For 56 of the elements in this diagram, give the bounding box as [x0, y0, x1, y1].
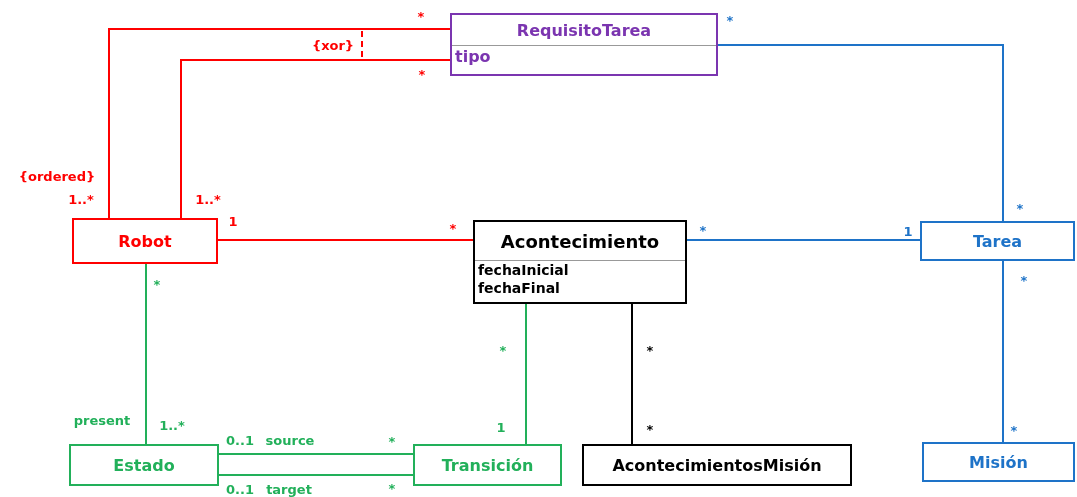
multiplicity: * — [418, 67, 426, 81]
multiplicity: * — [646, 343, 654, 357]
class-name: RequisitoTarea — [516, 20, 652, 40]
multiplicity: 1..* — [159, 418, 185, 432]
constraint-label: {xor} — [311, 38, 355, 52]
multiplicity: * — [1016, 201, 1024, 215]
class-box — [450, 13, 718, 76]
association-line — [218, 453, 414, 455]
multiplicity: * — [388, 481, 396, 495]
multiplicity: 1..* — [195, 192, 221, 206]
association-line — [145, 263, 147, 445]
constraint-label: {ordered} — [18, 169, 96, 183]
multiplicity: * — [1010, 423, 1018, 437]
multiplicity: 1 — [903, 224, 913, 238]
class-box — [922, 442, 1075, 482]
role-name: present — [73, 413, 131, 427]
class-name: Misión — [969, 452, 1028, 472]
class-name: Tarea — [972, 231, 1023, 251]
class-name: Robot — [118, 231, 172, 251]
association-line — [631, 303, 633, 445]
association-line — [1002, 260, 1004, 443]
class-name: Acontecimiento — [500, 230, 660, 252]
multiplicity: * — [449, 221, 457, 235]
association-line — [108, 28, 451, 219]
multiplicity: * — [417, 9, 425, 23]
association-line — [218, 474, 414, 476]
class-box — [473, 220, 687, 304]
multiplicity: 1..* — [68, 192, 94, 206]
multiplicity: * — [153, 277, 161, 291]
multiplicity: * — [699, 223, 707, 237]
multiplicity: * — [646, 422, 654, 436]
class-box — [582, 444, 852, 486]
multiplicity: 0..1 — [226, 433, 254, 447]
role-name: target — [266, 482, 312, 496]
class-name: Transición — [441, 455, 534, 475]
association-line — [180, 59, 451, 219]
multiplicity: * — [726, 13, 734, 27]
class-name: Estado — [113, 455, 175, 475]
attribute-list: fechaInicial fechaFinal — [478, 262, 588, 297]
class-box — [920, 221, 1075, 261]
multiplicity: 1 — [496, 420, 506, 434]
association-line — [686, 239, 921, 241]
multiplicity: * — [499, 343, 507, 357]
association-line — [717, 44, 1004, 222]
class-box — [72, 218, 218, 264]
multiplicity: * — [388, 434, 396, 448]
attribute-list: tipo — [455, 47, 713, 67]
class-box — [69, 444, 219, 486]
class-box — [413, 444, 562, 486]
multiplicity: 1 — [228, 214, 238, 228]
multiplicity: 0..1 — [226, 482, 254, 496]
association-line — [525, 303, 527, 445]
role-name: source — [265, 433, 315, 447]
class-name: AcontecimientosMisión — [612, 455, 822, 475]
association-line — [217, 239, 474, 241]
multiplicity: * — [1020, 273, 1028, 287]
